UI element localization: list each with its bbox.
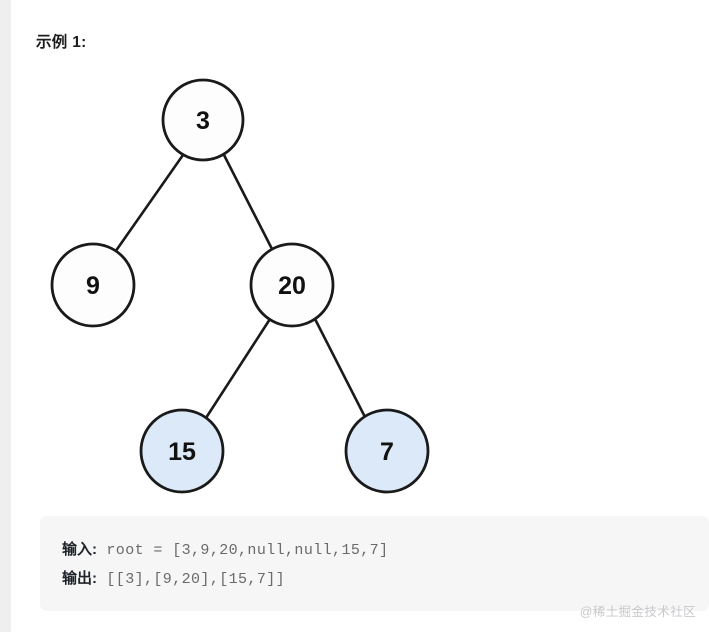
- node-circle-7[interactable]: [344, 408, 430, 494]
- node-label-15: 15: [168, 438, 196, 466]
- watermark: @稀土掘金技术社区: [579, 605, 696, 619]
- tree-node-3[interactable]: 3: [161, 78, 245, 162]
- tree-edges: [111, 153, 368, 423]
- edge-20-to-15: [202, 317, 272, 423]
- output-line: 输出: [[3],[9,20],[15,7]]: [62, 565, 709, 594]
- node-circle-15[interactable]: [139, 408, 225, 494]
- node-circle-9[interactable]: [50, 242, 136, 328]
- node-label-9: 9: [86, 272, 100, 300]
- binary-tree-diagram: 3 9 20 15 7: [11, 62, 471, 502]
- input-value: root = [3,9,20,null,null,15,7]: [97, 542, 389, 559]
- output-value: [[3],[9,20],[15,7]]: [97, 571, 286, 588]
- node-label-7: 7: [380, 438, 394, 466]
- edge-20-to-7: [313, 317, 368, 421]
- tree-node-9[interactable]: 9: [50, 242, 136, 328]
- left-gutter: [0, 0, 11, 632]
- input-label: 输入:: [62, 541, 97, 558]
- tree-node-7[interactable]: 7: [344, 408, 430, 494]
- edge-3-to-9: [111, 153, 185, 257]
- tree-node-20[interactable]: 20: [249, 242, 335, 328]
- output-label: 输出:: [62, 570, 97, 587]
- tree-svg: 3 9 20 15 7: [50, 78, 430, 494]
- node-label-20: 20: [278, 272, 306, 300]
- node-label-3: 3: [196, 107, 210, 135]
- input-line: 输入: root = [3,9,20,null,null,15,7]: [62, 536, 709, 565]
- node-circle-3[interactable]: [161, 78, 245, 162]
- content-page: 示例 1: 3 9 20 15: [11, 0, 709, 632]
- page-title: 示例 1:: [36, 34, 87, 51]
- edge-3-to-20: [222, 153, 274, 251]
- io-code-block: 输入: root = [3,9,20,null,null,15,7] 输出: […: [40, 516, 709, 611]
- tree-node-15[interactable]: 15: [139, 408, 225, 494]
- node-circle-20[interactable]: [249, 242, 335, 328]
